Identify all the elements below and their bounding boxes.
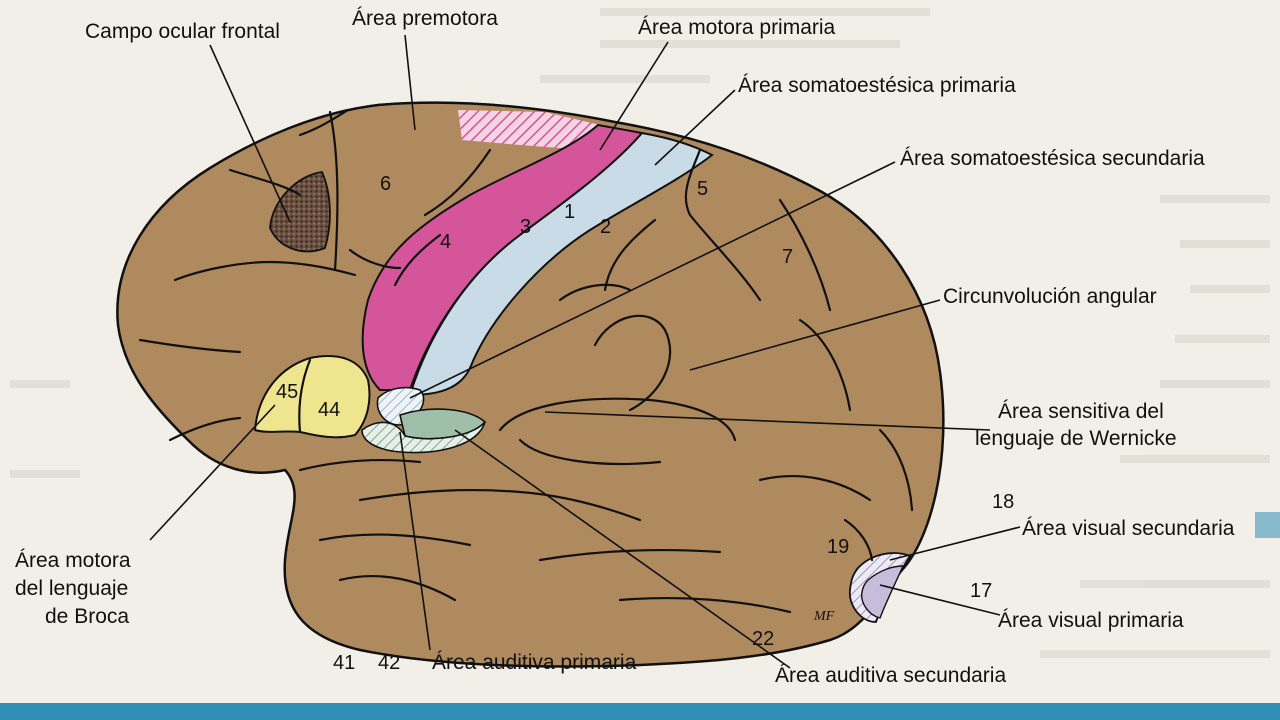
broca-divider	[298, 358, 312, 434]
label-wernicke-line2: lenguaje de Wernicke	[975, 427, 1177, 450]
label-area-visual-secundaria: Área visual secundaria	[1022, 517, 1235, 540]
bottom-accent-bar	[0, 703, 1280, 720]
region-number-2: 2	[600, 216, 611, 238]
label-area-visual-primaria: Área visual primaria	[998, 609, 1184, 632]
label-area-premotora: Área premotora	[352, 7, 498, 30]
label-area-motora-primaria: Área motora primaria	[638, 16, 836, 39]
label-broca-line2: del lenguaje	[15, 577, 128, 600]
label-number-42: 42	[378, 652, 400, 674]
label-number-18: 18	[992, 491, 1014, 513]
artist-signature: MF	[813, 609, 835, 624]
region-number-1: 1	[564, 201, 575, 223]
label-area-somatoestesica-secundaria: Área somatoestésica secundaria	[900, 147, 1205, 170]
label-number-22: 22	[752, 628, 774, 650]
label-broca-line3: de Broca	[45, 605, 129, 628]
leader-lines	[149, 34, 1021, 669]
premotor-hatched-region	[458, 110, 600, 150]
primary-visual-area	[861, 565, 905, 619]
label-area-auditiva-secundaria: Área auditiva secundaria	[775, 664, 1006, 687]
label-wernicke-line1: Área sensitiva del	[998, 400, 1164, 423]
background-page-texture	[10, 8, 1280, 658]
label-area-somatoestesica-primaria: Área somatoestésica primaria	[738, 74, 1016, 97]
region-number-4: 4	[440, 231, 451, 253]
label-number-41: 41	[333, 652, 355, 674]
brain-sulci	[138, 108, 914, 614]
region-number-3: 3	[520, 216, 531, 238]
region-number-45: 45	[276, 381, 298, 403]
label-area-auditiva-primaria: Área auditiva primaria	[432, 651, 637, 674]
secondary-auditory-area	[361, 421, 486, 454]
frontal-eye-field	[269, 171, 331, 253]
region-number-7: 7	[782, 246, 793, 268]
label-number-17: 17	[970, 580, 992, 602]
label-campo-ocular-frontal: Campo ocular frontal	[85, 20, 280, 43]
region-number-44: 44	[318, 399, 340, 421]
label-broca-line1: Área motora	[15, 549, 131, 572]
region-number-19: 19	[827, 536, 849, 558]
label-circunvolucion-angular: Circunvolución angular	[943, 285, 1157, 308]
region-number-6: 6	[380, 173, 391, 195]
region-number-5: 5	[697, 178, 708, 200]
